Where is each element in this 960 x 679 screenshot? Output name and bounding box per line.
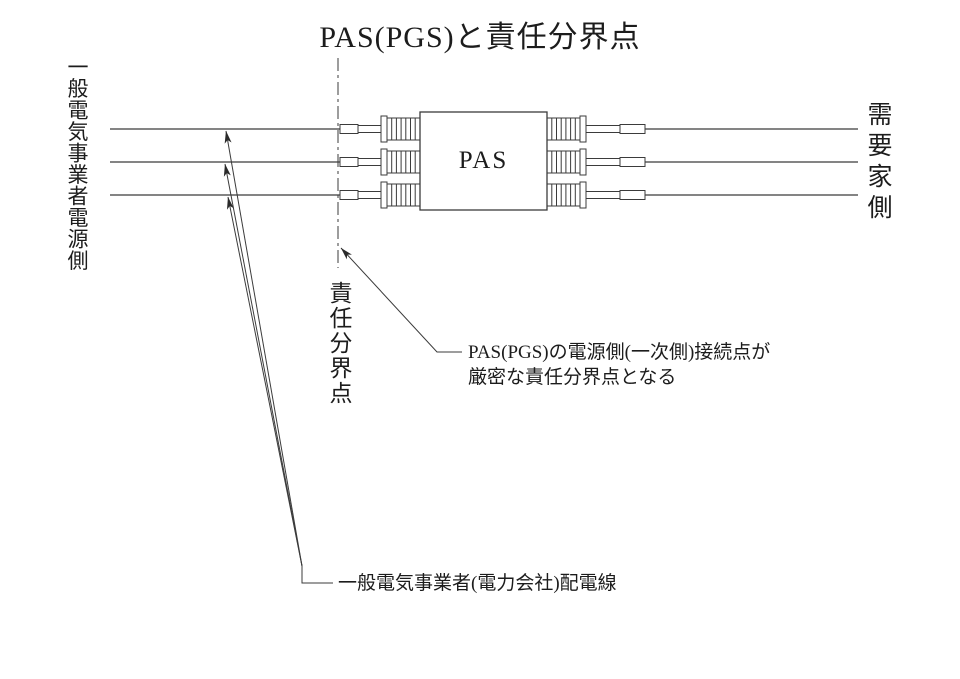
consumer-side-label: 需要家側 — [864, 101, 891, 225]
source-side-bushings — [339, 115, 421, 209]
distribution-note-arrow-1 — [224, 130, 303, 567]
power-lines — [110, 128, 858, 196]
distribution-note-elbow — [301, 566, 333, 584]
pas-box-label: PAS — [458, 147, 509, 174]
distribution-line-note: 一般電気事業者(電力会社)配電線 — [338, 573, 617, 594]
load-side-bushings — [546, 115, 646, 209]
source-side-label: 一般電気事業者電源側 — [65, 56, 89, 271]
primary-connection-note: PAS(PGS)の電源側(一次側)接続点が 厳密な責任分界点となる — [468, 340, 770, 390]
primary-connection-note-line1: PAS(PGS)の電源側(一次側)接続点が — [468, 342, 771, 363]
demarcation-point-label: 責任分界点 — [326, 281, 351, 406]
distribution-note-leader — [223, 130, 333, 584]
primary-note-leader-arrow — [340, 247, 462, 353]
page-title: PAS(PGS)と責任分界点 — [319, 21, 641, 54]
pas-box — [419, 111, 548, 211]
primary-connection-note-line2: 厳密な責任分界点となる — [468, 367, 677, 388]
distribution-note-arrow-3 — [226, 196, 303, 567]
distribution-note-arrow-2 — [223, 163, 303, 567]
